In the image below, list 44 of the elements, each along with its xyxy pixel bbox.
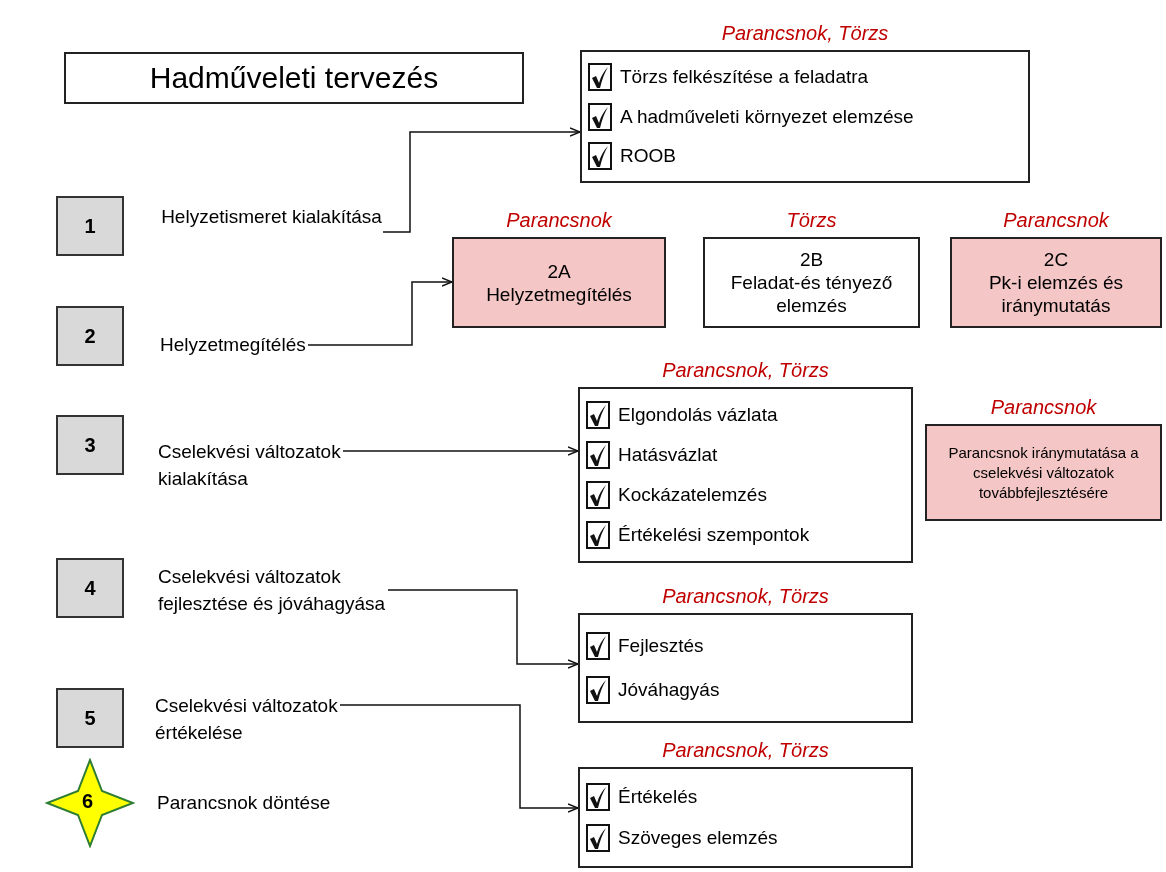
- connector-arrow: [339, 704, 579, 813]
- step-number: 6: [82, 790, 94, 813]
- step-number-box: 2: [56, 306, 124, 366]
- checklist-item: Fejlesztés: [618, 634, 704, 657]
- connector-arrow: [382, 127, 581, 233]
- checklist-item: Értékelés: [618, 785, 698, 808]
- step-label: Cselekvési változatok kialakítása: [158, 438, 343, 492]
- connector-arrow: [307, 277, 453, 346]
- task-title: Feladat-és tényező elemzés: [729, 271, 894, 317]
- task-title: Pk-i elemzés és iránymutatás: [987, 271, 1125, 317]
- checklist-item: A hadműveleti környezet elemzése: [620, 105, 914, 128]
- role-heading: Parancsnok, Törzs: [661, 584, 830, 609]
- role-heading: Parancsnok, Törzs: [661, 738, 830, 763]
- role-heading: Parancsnok: [505, 208, 614, 233]
- checklist-item: Jóváhagyás: [618, 679, 720, 702]
- role-heading: Törzs: [785, 208, 838, 233]
- task-title: Parancsnok iránymutatása a cselekvési változatok továbbfejlesztésére: [947, 442, 1140, 503]
- checklist-item: ROOB: [620, 144, 676, 167]
- checklist-item: Törzs felkészítése a feladatra: [620, 66, 869, 89]
- checklist-item: Elgondolás vázlata: [618, 404, 778, 426]
- checklist-item: Kockázatelemzés: [618, 484, 767, 506]
- connector-arrow: [342, 446, 579, 456]
- step-label: Cselekvési változatok értékelése: [155, 692, 340, 746]
- task-title: Helyzetmegítélés: [486, 282, 632, 306]
- task-code: 2C: [1043, 248, 1069, 271]
- checklist-item: Értékelési szempontok: [618, 524, 810, 546]
- connector-arrow: [387, 589, 579, 669]
- task-code: 2B: [799, 248, 824, 271]
- role-heading: Parancsnok, Törzs: [661, 358, 830, 383]
- step-number-box: 3: [56, 415, 124, 475]
- step-label: Helyzetismeret kialakítása: [160, 203, 383, 230]
- role-heading: Parancsnok, Törzs: [720, 21, 890, 46]
- step-label: Cselekvési változatok fejlesztése és jóváhagyása: [158, 563, 388, 617]
- step-number-box: 1: [56, 196, 124, 256]
- role-heading: Parancsnok: [989, 395, 1098, 420]
- role-heading: Parancsnok: [1002, 208, 1111, 233]
- title-box: Hadműveleti tervezés: [64, 52, 524, 104]
- step-label: Helyzetmegítélés: [160, 331, 308, 358]
- checklist-item: Hatásvázlat: [618, 444, 718, 466]
- step-number-box: 4: [56, 558, 124, 618]
- step-label: Parancsnok döntése: [157, 792, 331, 814]
- step-number-box: 5: [56, 688, 124, 748]
- task-code: 2A: [547, 259, 571, 283]
- checklist-item: Szöveges elemzés: [618, 827, 778, 850]
